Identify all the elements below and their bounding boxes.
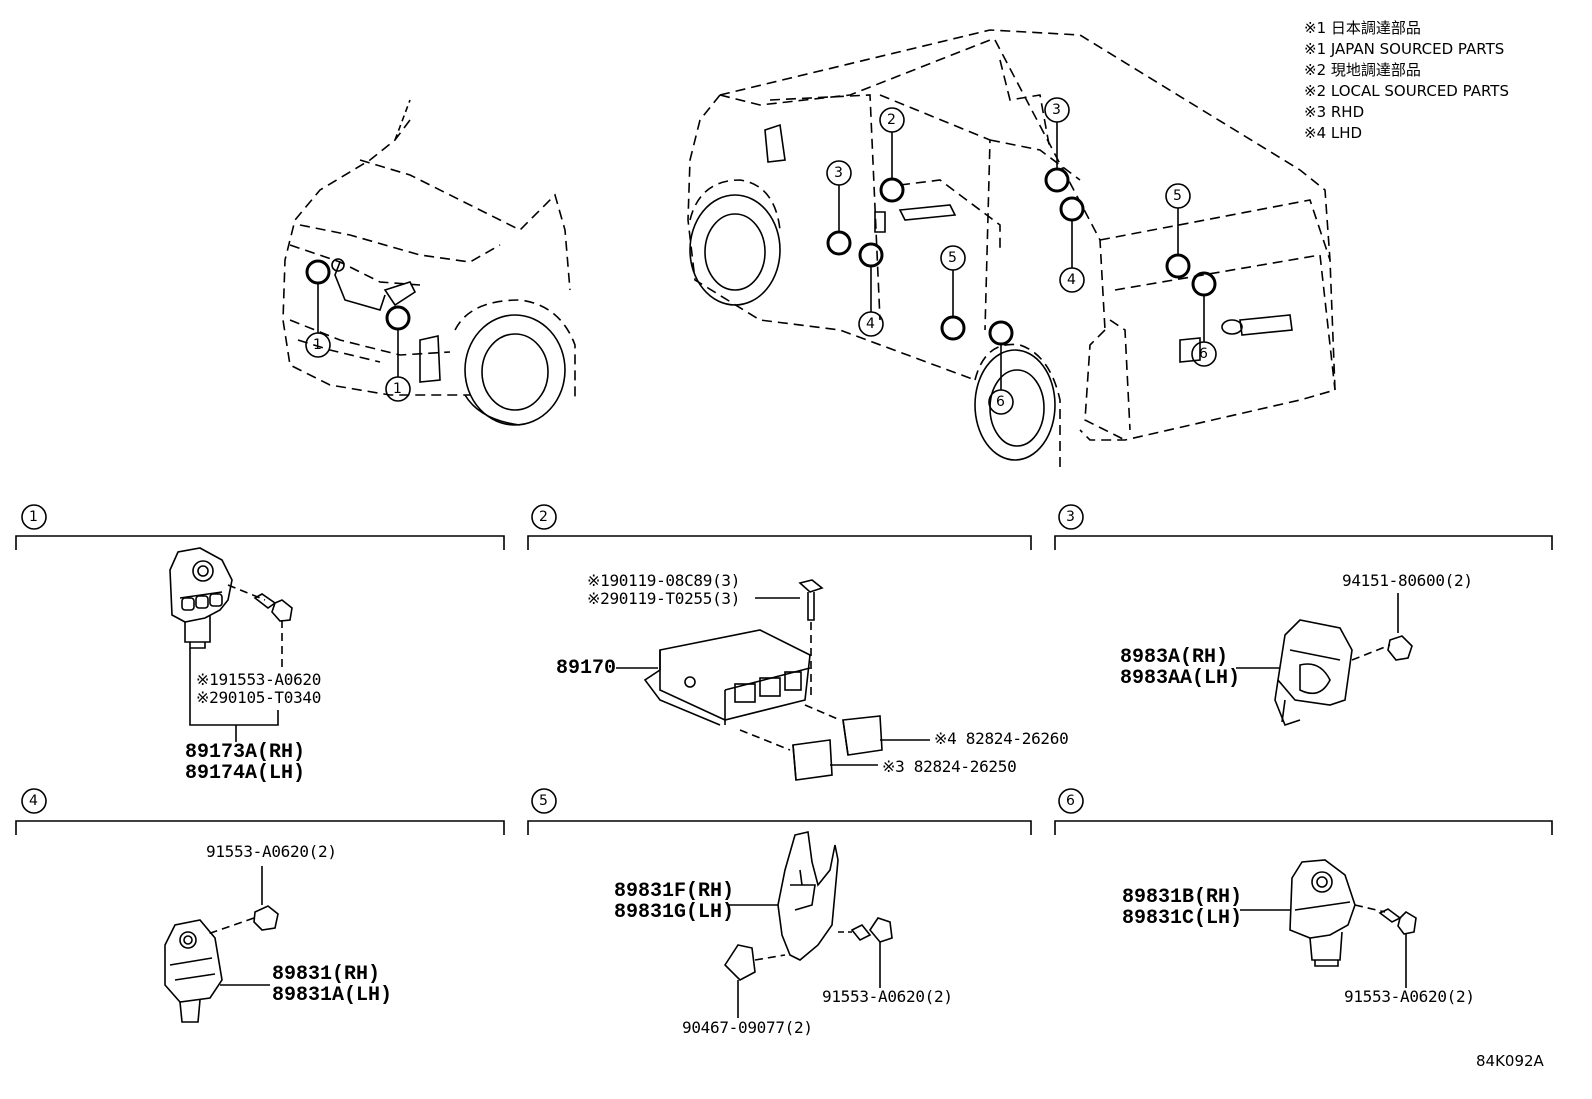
s1-drawing — [169, 547, 293, 742]
section-brackets — [15, 504, 1553, 835]
callout-number: 6 — [996, 394, 1005, 410]
s5-clip: 90467-09077(2) — [682, 1018, 813, 1037]
s2-screw-japan: ※190119-08C89(3) — [587, 571, 741, 590]
s4-bolt: 91553-A0620(2) — [206, 842, 337, 861]
callout-number: 5 — [948, 250, 957, 266]
s2-airbag-ecu: 89170 — [556, 657, 617, 680]
legend-line: ※4 LHD — [1304, 124, 1363, 142]
legend-line: ※1 JAPAN SOURCED PARTS — [1304, 40, 1505, 58]
section-number: 1 — [29, 509, 38, 525]
s1-bolt-local: ※290105-T0340 — [196, 688, 322, 707]
s5-drawing — [723, 831, 893, 1018]
section-number: 5 — [539, 793, 548, 809]
callout-number: 5 — [1173, 188, 1182, 204]
s6-part-rh: 89831B(RH) — [1122, 886, 1243, 909]
s2-screw-local: ※290119-T0255(3) — [587, 589, 741, 608]
callout-number: 3 — [1052, 102, 1061, 118]
legend-line: ※2 現地調達部品 — [1304, 61, 1421, 79]
s3-part-rh: 8983A(RH) — [1120, 646, 1229, 669]
callout-number: 4 — [866, 316, 875, 332]
s2-drawing — [616, 579, 930, 781]
s6-part-lh: 89831C(LH) — [1122, 907, 1243, 930]
section-number: 2 — [539, 509, 548, 525]
callout-number: 2 — [887, 112, 896, 128]
section-number: 3 — [1066, 509, 1075, 525]
legend-line: ※3 RHD — [1304, 103, 1365, 121]
section-number: 6 — [1066, 793, 1075, 809]
s3-part-lh: 8983AA(LH) — [1120, 667, 1241, 690]
callout-number: 1 — [313, 337, 322, 353]
s1-part-lh: 89174A(LH) — [185, 762, 306, 785]
s3-nut: 94151-80600(2) — [1342, 571, 1473, 590]
s4-part-lh: 89831A(LH) — [272, 984, 393, 1007]
callout-number: 6 — [1199, 346, 1208, 362]
section-number: 4 — [29, 793, 38, 809]
s5-part-rh: 89831F(RH) — [614, 880, 735, 903]
s2-connector-lhd: ※4 82824-26260 — [934, 729, 1069, 748]
legend-line: ※1 日本調達部品 — [1304, 19, 1421, 37]
s5-bolt: 91553-A0620(2) — [822, 987, 953, 1006]
callout-number: 1 — [393, 381, 402, 397]
s6-bolt: 91553-A0620(2) — [1344, 987, 1475, 1006]
s5-part-lh: 89831G(LH) — [614, 901, 735, 924]
rear-vehicle-view — [687, 29, 1336, 470]
s2-connector-rhd: ※3 82824-26250 — [882, 757, 1017, 776]
s6-drawing — [1240, 859, 1417, 988]
s1-bolt-japan: ※191553-A0620 — [196, 670, 322, 689]
s4-drawing — [164, 866, 279, 1023]
legend: ※1 日本調達部品 ※1 JAPAN SOURCED PARTS ※2 現地調達… — [1304, 18, 1509, 144]
callout-number: 4 — [1067, 272, 1076, 288]
s4-part-rh: 89831(RH) — [272, 963, 381, 986]
s1-part-rh: 89173A(RH) — [185, 741, 306, 764]
diagram-code: 84K092A — [1476, 1052, 1544, 1070]
callout-number: 3 — [834, 165, 843, 181]
front-vehicle-view — [282, 99, 576, 426]
legend-line: ※2 LOCAL SOURCED PARTS — [1304, 82, 1509, 100]
s3-drawing — [1236, 593, 1413, 726]
